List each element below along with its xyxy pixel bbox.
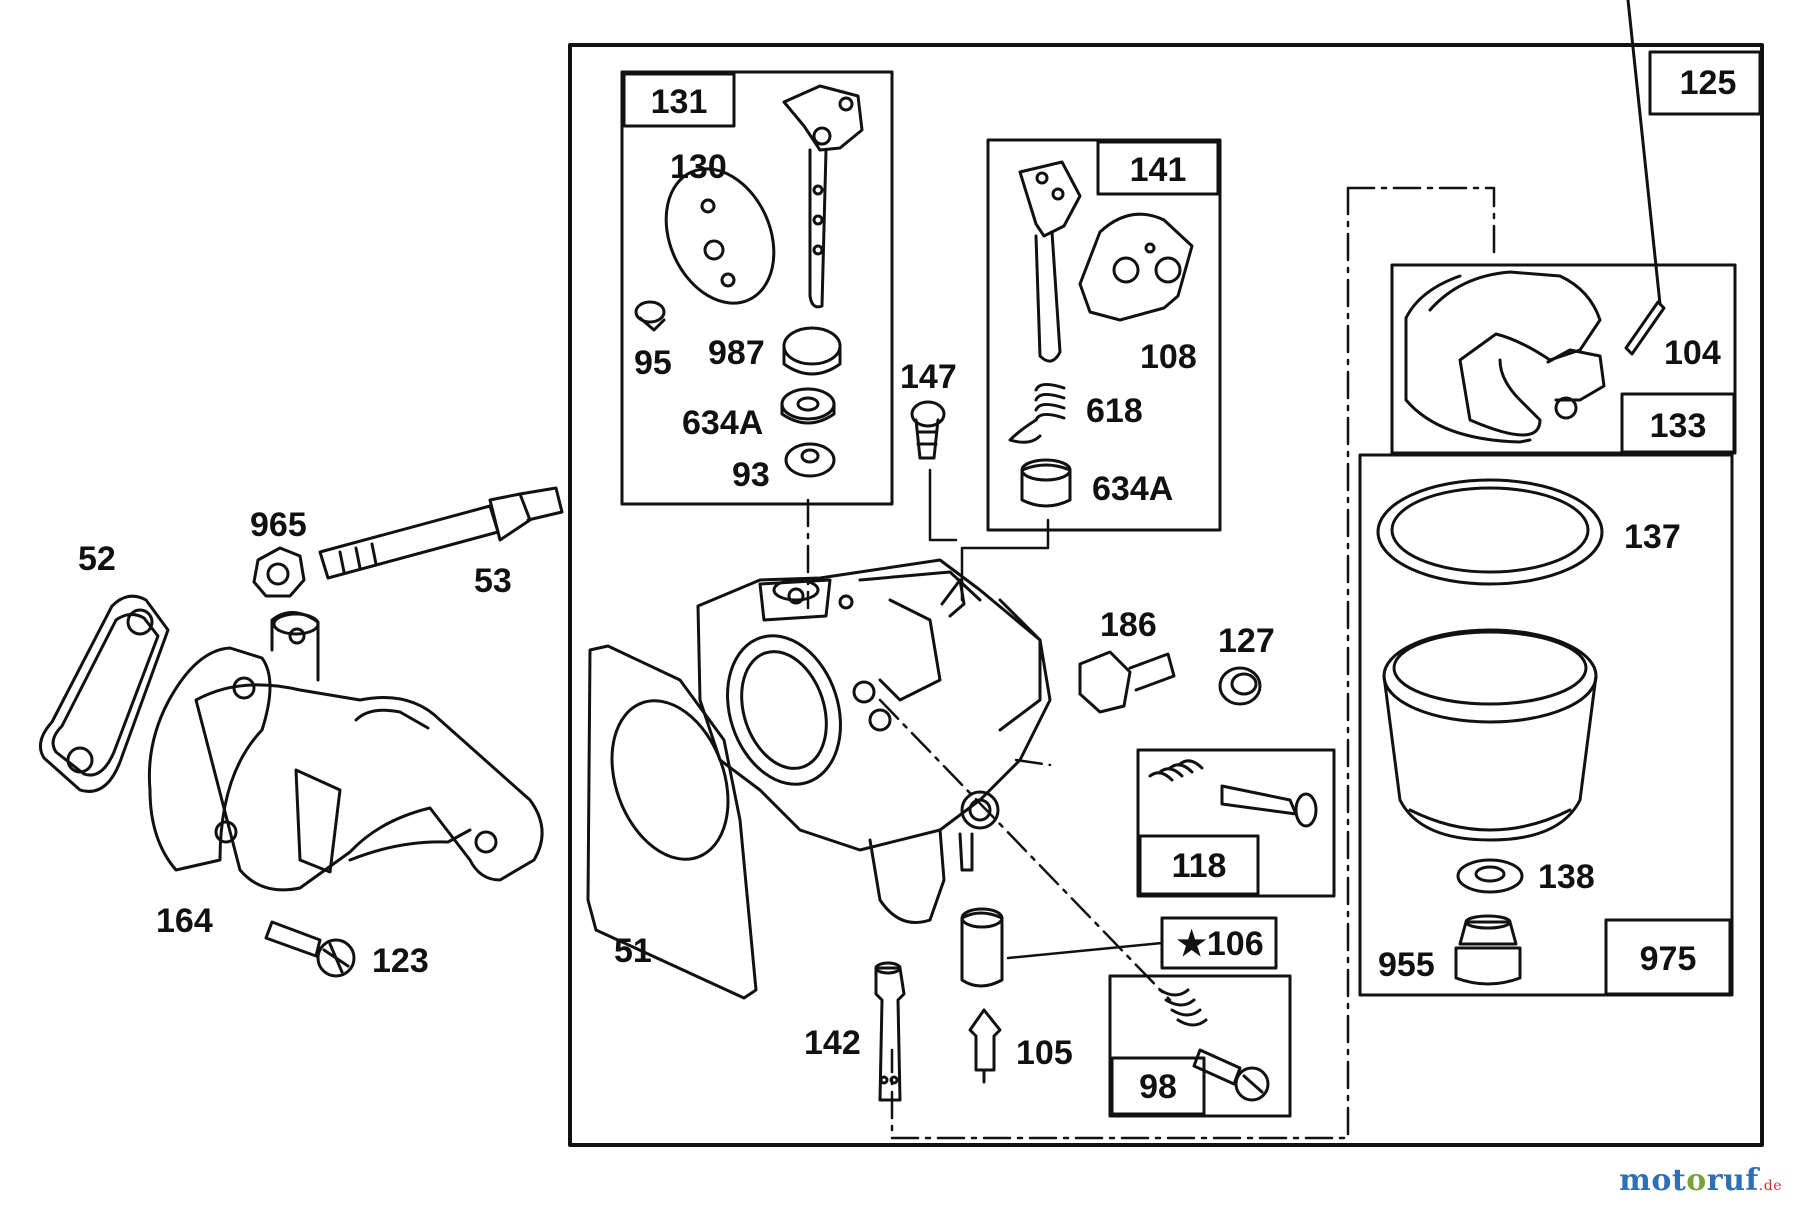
seal-634a-1 [780, 387, 836, 425]
retainer-93 [784, 442, 836, 478]
box-125 [1648, 50, 1762, 116]
needle-spring [1148, 759, 1204, 782]
washer-138 [1456, 858, 1524, 894]
watermark-part3: ruf [1706, 1163, 1759, 1198]
label-108: 108 [1140, 338, 1197, 376]
box-141-label: 141 [1130, 151, 1187, 189]
gasket-52 [38, 594, 170, 793]
label-634a-1: 634A [682, 404, 763, 442]
box-131-label: 131 [651, 83, 708, 121]
box-133 [1620, 392, 1736, 454]
box-118 [1138, 834, 1260, 896]
screw-98 [1192, 1048, 1270, 1102]
box-125-label: 125 [1680, 64, 1737, 102]
float-133 [1404, 270, 1606, 444]
label-164: 164 [156, 902, 213, 940]
label-618: 618 [1086, 392, 1143, 430]
bolt-955 [1454, 914, 1522, 986]
label-130: 130 [670, 148, 727, 186]
kit-frame-98 [1108, 974, 1292, 1118]
label-127: 127 [1218, 622, 1275, 660]
label-186: 186 [1100, 606, 1157, 644]
box-98-label: 98 [1139, 1068, 1177, 1106]
throttle-shaft [782, 84, 864, 309]
seat-106 [960, 907, 1004, 988]
seal-634a-2 [1020, 458, 1072, 508]
watermark-logo: motoruf.de [1619, 1163, 1782, 1198]
stud-53 [318, 486, 564, 580]
box-118-label: 118 [1172, 847, 1227, 885]
spring-618 [1008, 383, 1066, 444]
label-51: 51 [614, 932, 652, 970]
kit-frame-131 [620, 70, 894, 506]
box-106-label: ★106 [1176, 925, 1263, 963]
label-52: 52 [78, 540, 116, 578]
watermark-tld: .de [1758, 1178, 1782, 1194]
label-95: 95 [634, 344, 672, 382]
label-147: 147 [900, 358, 957, 396]
elbow-186 [1078, 650, 1176, 714]
box-133-label: 133 [1650, 407, 1707, 445]
gasket-137 [1376, 478, 1604, 586]
main-frame [568, 43, 1764, 1147]
plug-127 [1218, 666, 1262, 706]
pin-104-body [1624, 300, 1666, 356]
screw-147 [910, 400, 946, 460]
label-955: 955 [1378, 946, 1435, 984]
intake-elbow-164 [147, 611, 544, 892]
float-bowl [1382, 628, 1598, 842]
kit-frame-118 [1136, 748, 1336, 898]
box-98 [1110, 1056, 1206, 1116]
spring-98 [1158, 988, 1208, 1027]
box-975-label: 975 [1640, 940, 1697, 978]
box-141 [1096, 140, 1220, 196]
watermark-part2: o [1686, 1163, 1707, 1198]
label-104: 104 [1664, 334, 1721, 372]
choke-plate-108 [1078, 212, 1194, 322]
label-137: 137 [1624, 518, 1681, 556]
label-105: 105 [1016, 1034, 1073, 1072]
label-142: 142 [804, 1024, 861, 1062]
nut-965 [252, 546, 306, 598]
label-123: 123 [372, 942, 429, 980]
needle-105 [968, 1008, 1002, 1084]
mixture-screw [1220, 784, 1318, 828]
box-131 [622, 72, 736, 128]
kit-frame-133 [1390, 263, 1737, 455]
reference-lines [806, 186, 1496, 1140]
label-93: 93 [732, 456, 770, 494]
label-138: 138 [1538, 858, 1595, 896]
label-987: 987 [708, 334, 765, 372]
pin-104 [1626, 0, 1662, 306]
screw-95 [634, 300, 666, 332]
throttle-plate-130 [664, 167, 776, 305]
box-975 [1604, 918, 1732, 996]
carburetor-body [696, 558, 1052, 924]
kit-frame-975 [1358, 453, 1734, 997]
watermark-part1: mot [1619, 1163, 1687, 1198]
label-965: 965 [250, 506, 307, 544]
label-634a-2: 634A [1092, 470, 1173, 508]
choke-shaft [1018, 160, 1082, 363]
kit-frame-141 [986, 138, 1222, 532]
washer-987 [782, 326, 842, 376]
tube-142 [874, 961, 906, 1102]
label-53: 53 [474, 562, 512, 600]
screw-123 [264, 920, 356, 978]
